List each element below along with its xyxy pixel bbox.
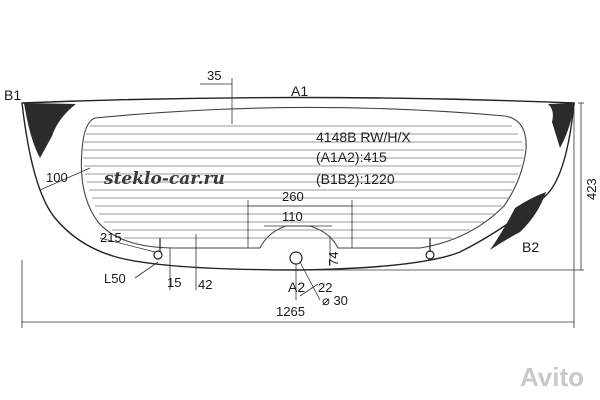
dim-423: 423 [584, 178, 599, 200]
dim-260: 260 [282, 189, 304, 204]
dimension-b1b2: (B1B2):1220 [316, 171, 395, 187]
label-b1: B1 [4, 87, 21, 103]
dim-42: 42 [198, 277, 212, 292]
dim-74: 74 [326, 252, 341, 266]
dim-30: ⌀ 30 [322, 293, 348, 308]
dim-110: 110 [282, 209, 303, 224]
shaded-corner-lower-right [490, 192, 546, 250]
part-code: 4148B RW/H/X [316, 129, 411, 145]
heating-lines [83, 125, 524, 239]
dim-100: 100 [46, 170, 68, 185]
label-a1: A1 [291, 83, 308, 99]
dim-215: 215 [100, 230, 122, 245]
connector-right-icon [425, 250, 435, 260]
dim-22: 22 [318, 280, 332, 295]
watermark-text: steklo-car.ru [103, 169, 225, 189]
shaded-corner-left [24, 103, 76, 158]
label-a2: A2 [288, 279, 305, 295]
glass-outline [21, 96, 575, 271]
shaded-corner-right [548, 103, 575, 148]
dimension-a1a2: (A1A2):415 [316, 149, 387, 165]
heated-area-outline [80, 106, 527, 249]
label-b2: B2 [522, 239, 539, 255]
dim-15: 15 [167, 275, 181, 290]
brand-logo: Avito [520, 362, 584, 392]
dim-35: 35 [207, 68, 221, 83]
dimension-lines [21, 78, 584, 328]
dim-1265: 1265 [276, 304, 305, 319]
dim-l50: L50 [104, 271, 126, 286]
connector-left-icon [153, 250, 163, 260]
